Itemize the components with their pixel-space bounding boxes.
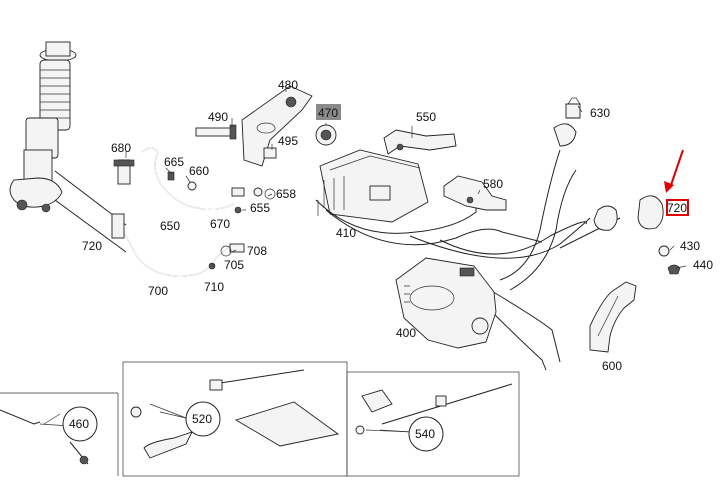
callout-600[interactable]: 600 (602, 359, 622, 373)
callout-700[interactable]: 700 (148, 284, 168, 298)
callout-670[interactable]: 670 (210, 217, 230, 231)
callout-580[interactable]: 580 (483, 177, 503, 191)
leader-lines (43, 86, 687, 433)
callout-460[interactable]: 460 (69, 417, 89, 431)
air-line-700 (111, 213, 245, 277)
line-ends (553, 123, 681, 275)
lower-panel-left (0, 392, 119, 476)
cap-630 (565, 97, 581, 119)
callout-460-badge (62, 406, 98, 442)
lower-panel-right (346, 371, 520, 477)
valve-block-410 (317, 149, 429, 223)
callout-440[interactable]: 440 (693, 258, 713, 272)
bracket-600 (589, 281, 637, 353)
callout-655[interactable]: 655 (250, 201, 270, 215)
fittings-upper (113, 150, 197, 191)
callout-520-badge (185, 401, 221, 437)
callout-720-left[interactable]: 720 (82, 239, 102, 253)
callout-410[interactable]: 410 (336, 226, 356, 240)
fittings-middle (231, 187, 276, 214)
air-line-650 (141, 147, 235, 210)
callout-470-badge (316, 104, 341, 120)
mount-580 (443, 175, 507, 211)
callout-658[interactable]: 658 (276, 187, 296, 201)
callout-660[interactable]: 660 (189, 164, 209, 178)
callout-710[interactable]: 710 (204, 280, 224, 294)
callout-400[interactable]: 400 (396, 326, 416, 340)
callout-540[interactable]: 540 (415, 427, 435, 441)
callout-705[interactable]: 705 (224, 258, 244, 272)
highlight-box (666, 199, 689, 216)
mount-bracket (195, 85, 337, 167)
callout-630[interactable]: 630 (590, 106, 610, 120)
callout-480[interactable]: 480 (278, 78, 298, 92)
callout-540-badge (408, 416, 444, 452)
callout-665[interactable]: 665 (164, 155, 184, 169)
callout-720-highlighted[interactable]: 720 (667, 201, 687, 215)
lower-panel-middle (122, 361, 348, 477)
callout-470[interactable]: 470 (318, 106, 338, 120)
callout-680[interactable]: 680 (111, 141, 131, 155)
callout-430[interactable]: 430 (680, 239, 700, 253)
bracket-550 (383, 129, 457, 155)
red-arrow-icon (664, 149, 684, 193)
callout-490[interactable]: 490 (208, 110, 228, 124)
compressor-400 (395, 257, 497, 349)
air-strut (9, 41, 127, 253)
callout-708[interactable]: 708 (247, 244, 267, 258)
callout-650[interactable]: 650 (160, 219, 180, 233)
callout-520[interactable]: 520 (192, 412, 212, 426)
callout-550[interactable]: 550 (416, 110, 436, 124)
air-lines-main (315, 149, 621, 371)
callout-495[interactable]: 495 (278, 134, 298, 148)
